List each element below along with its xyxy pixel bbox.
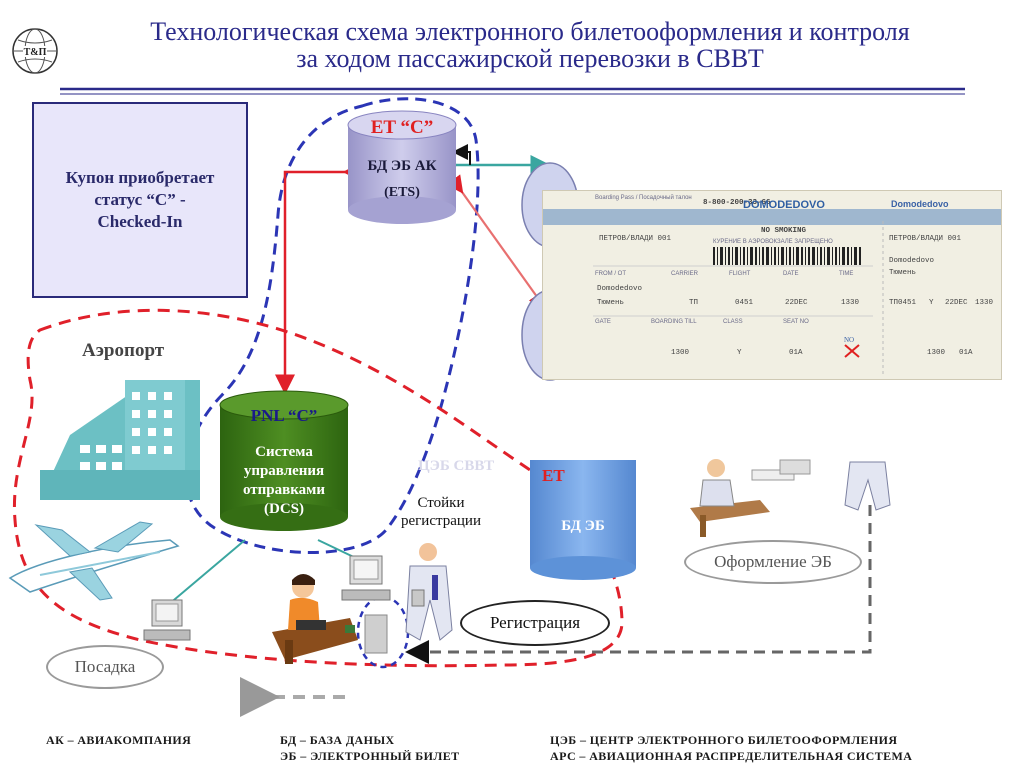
db-ets-sub: (ETS) [384,185,420,200]
ticket-right-class: Y [929,299,934,307]
boarding-computer-icon [143,599,191,641]
boarding-label: Посадка [74,657,136,676]
ticket-airline-right: Domodedovo [891,199,949,209]
no-smoking-icon: NO [844,336,860,358]
issuance-registration-flow [405,505,872,664]
ticket-lbl-gate: GATE [595,319,611,325]
ticket-no-smoking-ru: КУРЕНИЕ В АЭРОВОКЗАЛЕ ЗАПРЕЩЕНО [713,239,833,245]
logo-text: Т&П [24,47,47,58]
page-title: Технологическая схема электронного билет… [50,18,1010,72]
ticket-seat: 01A [789,349,803,357]
ticket-lbl-seat: SEAT NO [783,319,809,325]
db-ets-cylinder: ET “С” БД ЭБ АК (ETS) [347,110,457,224]
ticket-class: Y [737,349,742,357]
db-ceb-status: ЕТ [542,466,565,485]
ets-ars-return-arrow [452,144,471,165]
ticket-lbl-class: CLASS [723,319,743,325]
ticket-phone: 8-800-200-33-66 [703,199,771,207]
db-dcs-label-2: управления [244,463,324,479]
ticket-time: 1330 [841,299,860,307]
ticket-header-small: Boarding Pass / Посадочный талон [595,195,692,201]
ets-dcs-link [275,162,363,395]
legend-ak: АК – АВИАКОМПАНИЯ [46,733,192,747]
coupon-status-box: Купон приобретает статус “С” - Checked-I… [32,102,248,298]
globe-logo-icon: Т&П [12,28,58,74]
counter-computer-icon [341,555,391,654]
registration-label: Регистрация [489,613,581,632]
registration-clerk-icon [272,574,358,664]
boarding-pass-image: Boarding Pass / Посадочный талон 8-800-2… [542,190,1002,380]
dcs-boarding-link [167,539,246,606]
ticket-lbl-carrier: CARRIER [671,271,699,277]
ticket-barcode [713,247,861,265]
db-ceb-label: БД ЭБ [561,518,605,534]
registration-oval: Регистрация [460,600,610,646]
ticket-to: Тюмень [597,299,625,307]
airport-label: Аэропорт [82,340,165,361]
ticket-date: 22DEC [785,299,808,307]
issuance-passenger-icon [844,461,891,511]
ticket-header-strip [543,209,1001,225]
title-line-1: Технологическая схема электронного билет… [150,17,910,46]
boarding-oval: Посадка [46,645,164,689]
ticket-lbl-date: DATE [783,271,799,277]
airport-zone-outline [12,308,624,668]
title-line-2: за ходом пассажирской перевозки в СВВТ [296,44,764,73]
db-ets-label: БД ЭБ АК [368,158,437,174]
ets-ticket-link [445,174,547,310]
ticket-lbl-time: TIME [839,271,854,277]
legend-ceb: ЦЭБ – ЦЕНТР ЭЛЕКТРОННОГО БИЛЕТООФОРМЛЕНИ… [550,733,898,747]
airport-building-icon [40,380,200,500]
db-dcs-label-3: отправками [243,482,325,498]
db-dcs-label-1: Система [255,444,313,460]
title-underline [60,87,965,95]
legend-bd: БД – БАЗА ДАНЫХ [280,733,395,747]
ticket-right-date: 22DEC [945,299,968,307]
passenger-icon [405,543,453,641]
ticket-from: Domodedovo [597,285,643,293]
ticket-carrier: ТП [689,299,699,307]
db-dcs-label-4: (DCS) [264,501,304,517]
db-ceb-cylinder: БД ЭБ [530,460,636,580]
issuance-oval: Оформление ЭБ [684,540,862,584]
ticket-lbl-from: FROM / ОТ [595,271,626,277]
db-dcs-status: PNL “С” [251,406,318,425]
ticket-lbl-boarding: BOARDING TILL [651,319,697,325]
ticket-passenger-right: ПЕТРОВ/ВЛАДИ 001 [889,235,962,243]
no-smoking-mark: NO [844,336,854,344]
legend-eb: ЭБ – ЭЛЕКТРОННЫЙ БИЛЕТ [280,749,460,763]
ticket-airline-left: DOMODEDOVO [743,199,825,211]
ticket-right-from: Domodedovo [889,257,935,265]
ticket-right-gate: 1300 [927,349,946,357]
ticket-no-smoking: NO SMOKING [761,227,807,235]
ticket-dividers [593,221,884,376]
coupon-status-text: Купон приобретает статус “С” - Checked-I… [65,168,215,231]
db-dcs-status-prefix: PNL “С” [251,406,318,425]
counters-label-2: регистрации [401,513,481,529]
legend-ars: АРС – АВИАЦИОННАЯ РАСПРЕДЕЛИТЕЛЬНАЯ СИСТ… [550,749,913,763]
ticket-right-time: 1330 [975,299,994,307]
db-ets-status: ET “С” [371,117,433,138]
ceb-overlay-label: ЦЭБ СВВТ [418,458,494,474]
issuance-clerk-icon [690,459,811,537]
logo: Т&П [10,26,60,76]
issuance-label: Оформление ЭБ [714,552,832,571]
airplane-icon [8,521,180,601]
counters-label-1: Стойки [417,495,464,511]
ticket-passenger: ПЕТРОВ/ВЛАДИ 001 [599,235,672,243]
ticket-lbl-flight: FLIGHT [729,271,751,277]
db-dcs-cylinder: PNL “С” Система управления отправками (D… [219,390,349,531]
ticket-right-carrier: ТП0451 [889,299,917,307]
ticket-right-to: Тюмень [889,269,917,277]
ticket-right-seat: 01A [959,349,973,357]
ticket-flight: 0451 [735,299,754,307]
ticket-gate: 1300 [671,349,690,357]
